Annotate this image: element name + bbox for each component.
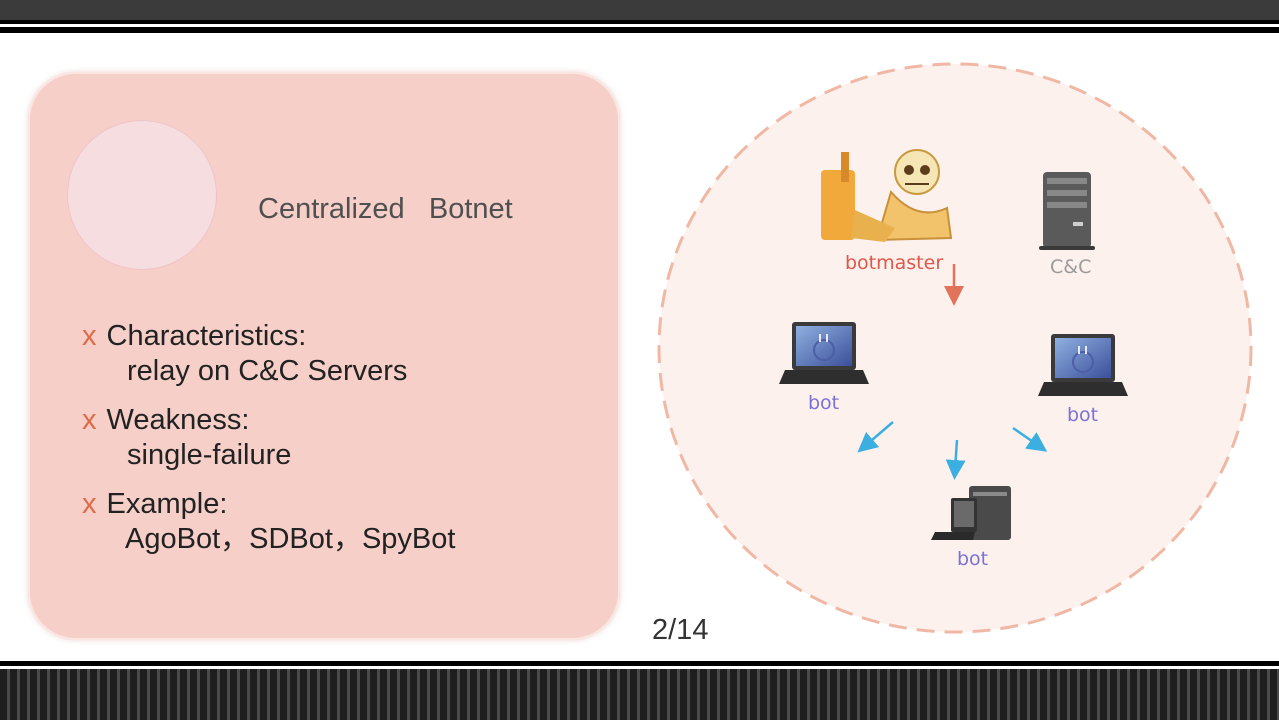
bullet-marker: x <box>82 404 97 436</box>
bullet-detail: single-failure <box>127 439 292 471</box>
relay-arrow <box>1012 426 1048 452</box>
bullet-heading: Weakness: <box>106 404 250 436</box>
botnet-diagram: botmaster C&C bot bot bot <box>655 60 1260 640</box>
bullet-list: x Characteristics: relay on C&C Servers x… <box>82 318 602 570</box>
botmaster-label: botmaster <box>845 252 944 274</box>
top-rule-thin <box>0 20 1279 24</box>
network-boundary <box>657 62 1253 634</box>
cnc-label: C&C <box>1050 256 1092 278</box>
bot-left-label: bot <box>808 392 840 414</box>
bottom-rule <box>0 661 1279 666</box>
bullet-marker: x <box>82 320 97 352</box>
bullet-detail: AgoBot，SDBot，SpyBot <box>125 523 456 555</box>
slide-title: Centralized Botnet <box>258 193 513 225</box>
bullet-heading: Example: <box>106 488 228 520</box>
bot-right-label: bot <box>1067 404 1099 426</box>
bullet-example: x Example: AgoBot，SDBot，SpyBot <box>82 486 602 556</box>
hacker-skull-icon <box>821 149 953 242</box>
top-rule-thick <box>0 27 1279 33</box>
bullet-weakness: x Weakness: single-failure <box>82 402 602 472</box>
bullet-heading: Characteristics: <box>106 320 307 352</box>
server-tower-icon <box>1039 172 1095 250</box>
bullet-marker: x <box>82 488 97 520</box>
desktop-computer-icon <box>931 486 1011 540</box>
page-number: 2/14 <box>652 614 709 646</box>
bullet-detail: relay on C&C Servers <box>127 355 408 387</box>
diagram-canvas <box>657 62 1253 634</box>
bottom-bar <box>0 669 1279 720</box>
laptop-icon <box>779 322 869 384</box>
decorative-circle <box>67 120 217 270</box>
bot-bottom-label: bot <box>957 548 989 570</box>
relay-arrow <box>945 439 966 480</box>
relay-arrow <box>857 421 894 453</box>
laptop-icon <box>1038 334 1128 396</box>
bullet-characteristics: x Characteristics: relay on C&C Servers <box>82 318 602 388</box>
top-bar <box>0 0 1279 20</box>
